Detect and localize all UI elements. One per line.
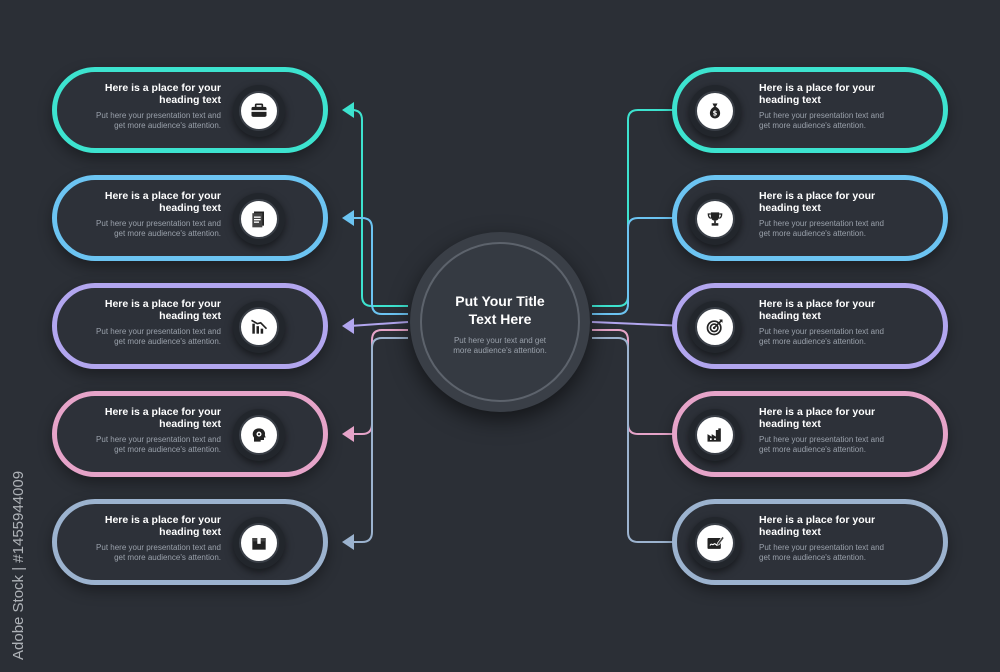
- center-inner-ring: Put Your Title Text Here Put here your t…: [420, 242, 580, 402]
- briefcase-icon: [239, 91, 279, 131]
- signature-icon: [695, 523, 735, 563]
- center-title-circle: Put Your Title Text Here Put here your t…: [410, 232, 590, 412]
- connector-line: [349, 321, 409, 327]
- connector-line: [350, 329, 408, 435]
- connector-line: [350, 337, 408, 543]
- step-heading: Here is a place for your heading text: [759, 82, 876, 106]
- step-icon-badge: [689, 193, 741, 245]
- step-heading: Here is a place for your heading text: [759, 190, 876, 214]
- step-heading: Here is a place for your heading text: [759, 406, 876, 430]
- step-body-text: Put here your presentation text and get …: [96, 219, 221, 238]
- center-body-text: Put here your text and get more audience…: [453, 336, 547, 355]
- connector-line: [350, 109, 408, 307]
- step-body-text: Put here your presentation text and get …: [96, 543, 221, 562]
- factory-icon: [695, 415, 735, 455]
- step-heading: Here is a place for your heading text: [104, 190, 221, 214]
- step-body-text: Put here your presentation text and get …: [759, 219, 884, 238]
- step-heading: Here is a place for your heading text: [759, 514, 876, 538]
- declining-chart-icon: [239, 307, 279, 347]
- money-bag-icon: $: [695, 91, 735, 131]
- step-body-text: Put here your presentation text and get …: [759, 111, 884, 130]
- connector-arrowhead: [342, 102, 354, 118]
- step-body-text: Put here your presentation text and get …: [96, 435, 221, 454]
- step-icon-badge: [689, 409, 741, 461]
- step-body-text: Put here your presentation text and get …: [96, 327, 221, 346]
- target-icon: [695, 307, 735, 347]
- step-heading: Here is a place for your heading text: [759, 298, 876, 322]
- connector-arrowhead: [342, 210, 354, 226]
- step-icon-badge: [233, 409, 285, 461]
- step-body-text: Put here your presentation text and get …: [759, 327, 884, 346]
- connector-line: [592, 329, 686, 435]
- head-gear-icon: [239, 415, 279, 455]
- step-body-text: Put here your presentation text and get …: [759, 543, 884, 562]
- step-heading: Here is a place for your heading text: [104, 514, 221, 538]
- document-icon: [239, 199, 279, 239]
- connector-arrowhead: [342, 534, 354, 550]
- step-heading: Here is a place for your heading text: [104, 82, 221, 106]
- connector-line: [592, 217, 686, 315]
- step-icon-badge: [689, 301, 741, 353]
- step-icon-badge: [233, 301, 285, 353]
- connector-line: [350, 217, 408, 315]
- step-heading: Here is a place for your heading text: [104, 298, 221, 322]
- step-icon-badge: [233, 193, 285, 245]
- step-body-text: Put here your presentation text and get …: [759, 435, 884, 454]
- connector-line: [592, 337, 686, 543]
- step-icon-badge: $: [689, 85, 741, 137]
- connector-line: [592, 109, 686, 307]
- trophy-icon: [695, 199, 735, 239]
- step-icon-badge: [233, 85, 285, 137]
- box-icon: [239, 523, 279, 563]
- step-body-text: Put here your presentation text and get …: [96, 111, 221, 130]
- connector-arrowhead: [342, 318, 354, 334]
- stock-watermark-id: Adobe Stock | #1455944009: [10, 470, 27, 660]
- center-title: Put Your Title Text Here: [455, 293, 545, 327]
- step-icon-badge: [689, 517, 741, 569]
- svg-text:$: $: [713, 110, 718, 118]
- step-icon-badge: [233, 517, 285, 569]
- connector-arrowhead: [342, 426, 354, 442]
- step-heading: Here is a place for your heading text: [104, 406, 221, 430]
- connector-line: [591, 321, 687, 327]
